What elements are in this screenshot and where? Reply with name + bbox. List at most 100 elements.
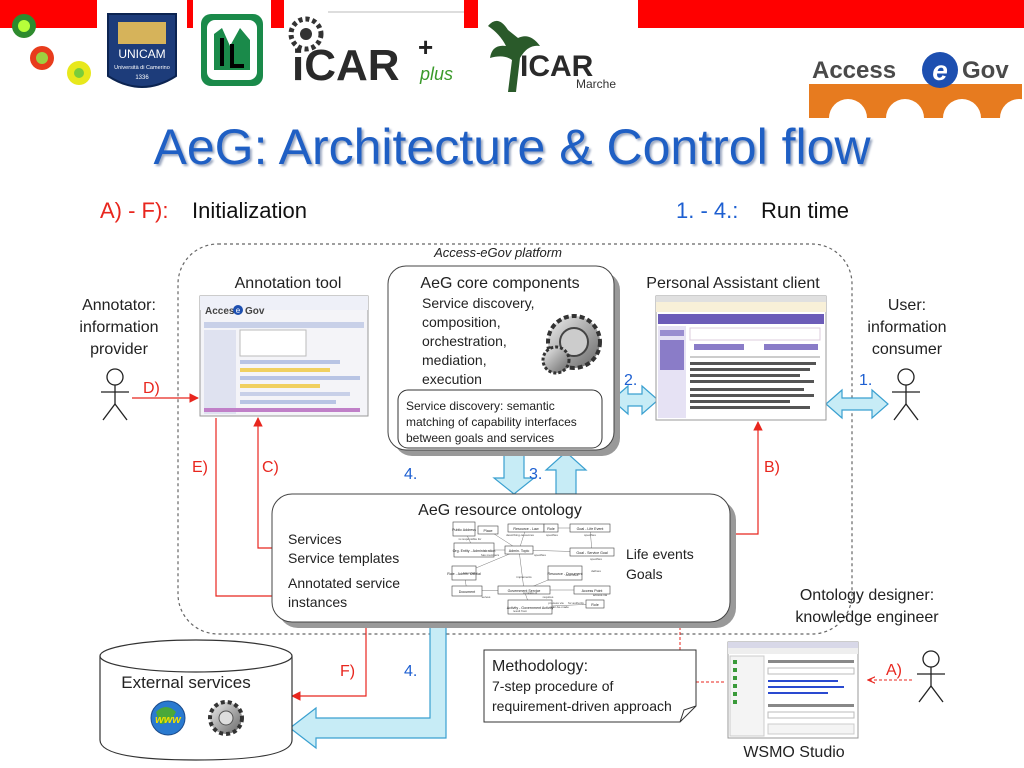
ontology-edge-label: implements bbox=[516, 575, 532, 579]
methodology-text: 7-step procedure of requirement-driven ap… bbox=[492, 678, 672, 714]
ontology-node-box bbox=[573, 585, 611, 595]
annotation-tool-screenshot: Access e Gov bbox=[199, 295, 369, 417]
accessegov-e: e bbox=[932, 55, 948, 86]
ontology-goals-line: Life events bbox=[626, 546, 694, 562]
www-globe-icon: www bbox=[150, 700, 186, 736]
arrow-e bbox=[215, 418, 285, 601]
platform-label: Access-eGov platform bbox=[433, 245, 562, 260]
icar-marche-sub: Marche bbox=[576, 77, 616, 91]
ontology-node-box bbox=[547, 565, 583, 581]
core-line: execution bbox=[422, 371, 482, 387]
ontology-edge-label: consists of bbox=[523, 591, 537, 595]
ontology-instances-line: instances bbox=[288, 594, 347, 610]
ontology-edge-label: defines bbox=[591, 569, 601, 573]
ontology-edge-label: specifies bbox=[590, 557, 602, 561]
ontology-box bbox=[271, 493, 731, 623]
core-line: Service discovery, bbox=[422, 295, 535, 311]
ontology-node-box bbox=[507, 599, 553, 615]
user-line: consumer bbox=[872, 341, 943, 358]
step-f-label: F) bbox=[340, 663, 355, 680]
methodology-line: 7-step procedure of bbox=[492, 678, 614, 694]
legend-run-prefix: 1. - 4.: bbox=[676, 198, 738, 223]
arrow-ontology-to-core bbox=[544, 451, 588, 495]
arrow-user-pa bbox=[825, 388, 889, 420]
ontology-node-label: Resource - Document bbox=[548, 572, 583, 576]
ontology-node-label: Activity - Government Activity bbox=[507, 606, 554, 610]
ontology-node-box bbox=[477, 525, 499, 535]
ontology-designer-label: Ontology designer: knowledge engineer bbox=[795, 587, 939, 626]
arrow-to-external-services bbox=[289, 621, 447, 750]
ontology-node-box bbox=[451, 565, 477, 581]
service-discovery-text: Service discovery: semantic matching of c… bbox=[406, 399, 577, 445]
external-services-label: External services bbox=[121, 673, 250, 692]
unicam-year: 1336 bbox=[135, 75, 149, 81]
step-3-label: 3. bbox=[529, 466, 542, 483]
ontology-node-label: Admin. Topic bbox=[509, 549, 530, 553]
annotator-line: information bbox=[79, 319, 158, 336]
accessegov-right: Gov bbox=[962, 57, 1009, 84]
icar-marche-main: ICAR bbox=[520, 50, 594, 83]
core-line: composition, bbox=[422, 314, 501, 330]
ontology-node-box bbox=[569, 523, 611, 533]
svg-text:e: e bbox=[236, 306, 241, 315]
ontology-edge-label: specifies bbox=[584, 533, 596, 537]
core-description: Service discovery,composition,orchestrat… bbox=[422, 295, 535, 387]
arrow-b bbox=[730, 421, 763, 535]
unicam-name: UNICAM bbox=[118, 47, 165, 61]
ontology-edge-label: is responsible for bbox=[459, 537, 482, 541]
ontology-node-label: Goal - Service Goal bbox=[576, 551, 608, 555]
page-title: AeG: Architecture & Control flow bbox=[153, 119, 871, 175]
regione-marche-logo bbox=[201, 14, 263, 86]
www-text: www bbox=[155, 714, 182, 726]
methodology-line: requirement-driven approach bbox=[492, 698, 672, 714]
ontology-edge-label: requires bbox=[543, 595, 554, 599]
ontology-node-box bbox=[452, 521, 476, 537]
ontology-node-box bbox=[451, 585, 483, 597]
user-figure bbox=[892, 368, 920, 421]
unicam-logo: UNICAM Università di Camerino 1336 bbox=[107, 13, 177, 88]
ontology-node-box bbox=[504, 545, 534, 555]
wsmo-studio-screenshot bbox=[727, 641, 859, 739]
step-4b-label: 4. bbox=[404, 663, 417, 680]
ontology-node-label: Document bbox=[459, 590, 475, 594]
pa-client-screenshot bbox=[655, 295, 827, 421]
wsmo-label: WSMO Studio bbox=[743, 744, 844, 761]
icar-plus-main: iCAR bbox=[292, 41, 400, 90]
ontology-edge-label: describing-resources bbox=[506, 533, 534, 537]
user-line: User: bbox=[888, 297, 926, 314]
legend-init-prefix: A) - F): bbox=[100, 198, 168, 223]
ontology-designer-line: Ontology designer: bbox=[800, 587, 934, 604]
ontology-node-label: Goal - Life Event bbox=[577, 527, 604, 531]
ontology-node-label: Government Service bbox=[508, 589, 541, 593]
unicam-sub: Università di Camerino bbox=[114, 65, 170, 71]
service-discovery-line: matching of capability interfaces bbox=[406, 415, 577, 429]
methodology-title: Methodology: bbox=[492, 658, 588, 675]
ontology-node-box bbox=[585, 599, 605, 609]
ontology-node-label: Access Point bbox=[582, 589, 603, 593]
annotator-figure bbox=[101, 368, 129, 421]
ontology-edge-label: process via bbox=[548, 601, 564, 605]
ontology-edge-label: has members bbox=[481, 553, 500, 557]
ontology-edge-label: specifies bbox=[546, 533, 558, 537]
icar-marche-logo: ICAR Marche bbox=[488, 20, 616, 92]
decorative-dots bbox=[12, 14, 91, 85]
platform-boundary bbox=[177, 243, 853, 635]
external-services-cylinder bbox=[99, 639, 293, 761]
ontology-node-box bbox=[453, 542, 495, 558]
logo-patch-icar-plus bbox=[284, 0, 464, 100]
icar-plus-logo: iCAR + plus bbox=[288, 11, 464, 90]
core-title: AeG core components bbox=[420, 275, 579, 292]
ontology-designer-line: knowledge engineer bbox=[795, 609, 939, 626]
service-discovery-box bbox=[397, 389, 603, 449]
service-discovery-line: Service discovery: semantic bbox=[406, 399, 555, 413]
ontology-node-label: Role - Admin. Official bbox=[447, 572, 481, 576]
step-4a-label: 4. bbox=[404, 466, 417, 483]
ontology-services-line: Service templates bbox=[288, 550, 399, 566]
icar-plus-sub: plus bbox=[419, 64, 453, 84]
ontology-title: AeG resource ontology bbox=[418, 502, 582, 519]
arrow-core-to-ontology bbox=[492, 451, 536, 495]
ontology-link bbox=[518, 549, 525, 591]
